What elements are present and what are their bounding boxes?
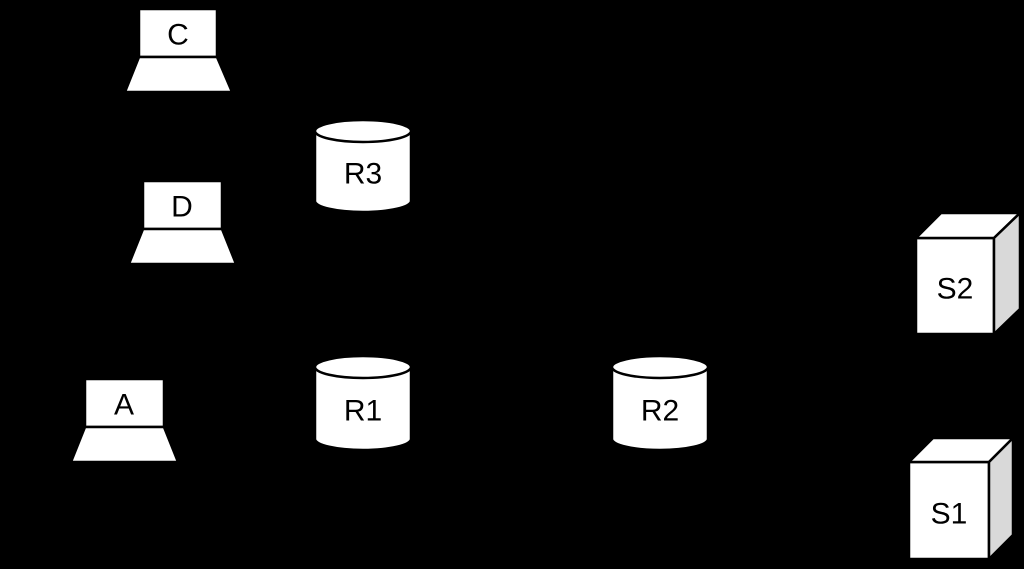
router-r2: R2 (610, 354, 710, 452)
server-label: S1 (931, 498, 968, 531)
router-cylinder-icon (313, 354, 413, 452)
laptop-icon (123, 7, 234, 94)
router-label: R2 (641, 395, 679, 428)
server-s2: S2 (914, 211, 1022, 336)
laptop-label: C (167, 19, 189, 52)
router-cylinder-icon (610, 354, 710, 452)
router-r1: R1 (313, 354, 413, 452)
server-label: S2 (937, 273, 974, 306)
router-r3: R3 (313, 118, 413, 214)
server-s1: S1 (907, 436, 1015, 561)
laptop-icon (127, 179, 238, 266)
laptop-c: C (123, 7, 234, 94)
router-label: R3 (344, 158, 382, 191)
server-cube-icon (914, 211, 1022, 336)
laptop-a: A (69, 377, 180, 464)
laptop-label: A (114, 389, 134, 422)
laptop-d: D (127, 179, 238, 266)
router-label: R1 (344, 395, 382, 428)
laptop-label: D (171, 191, 193, 224)
server-cube-icon (907, 436, 1015, 561)
router-cylinder-icon (313, 118, 413, 214)
laptop-icon (69, 377, 180, 464)
